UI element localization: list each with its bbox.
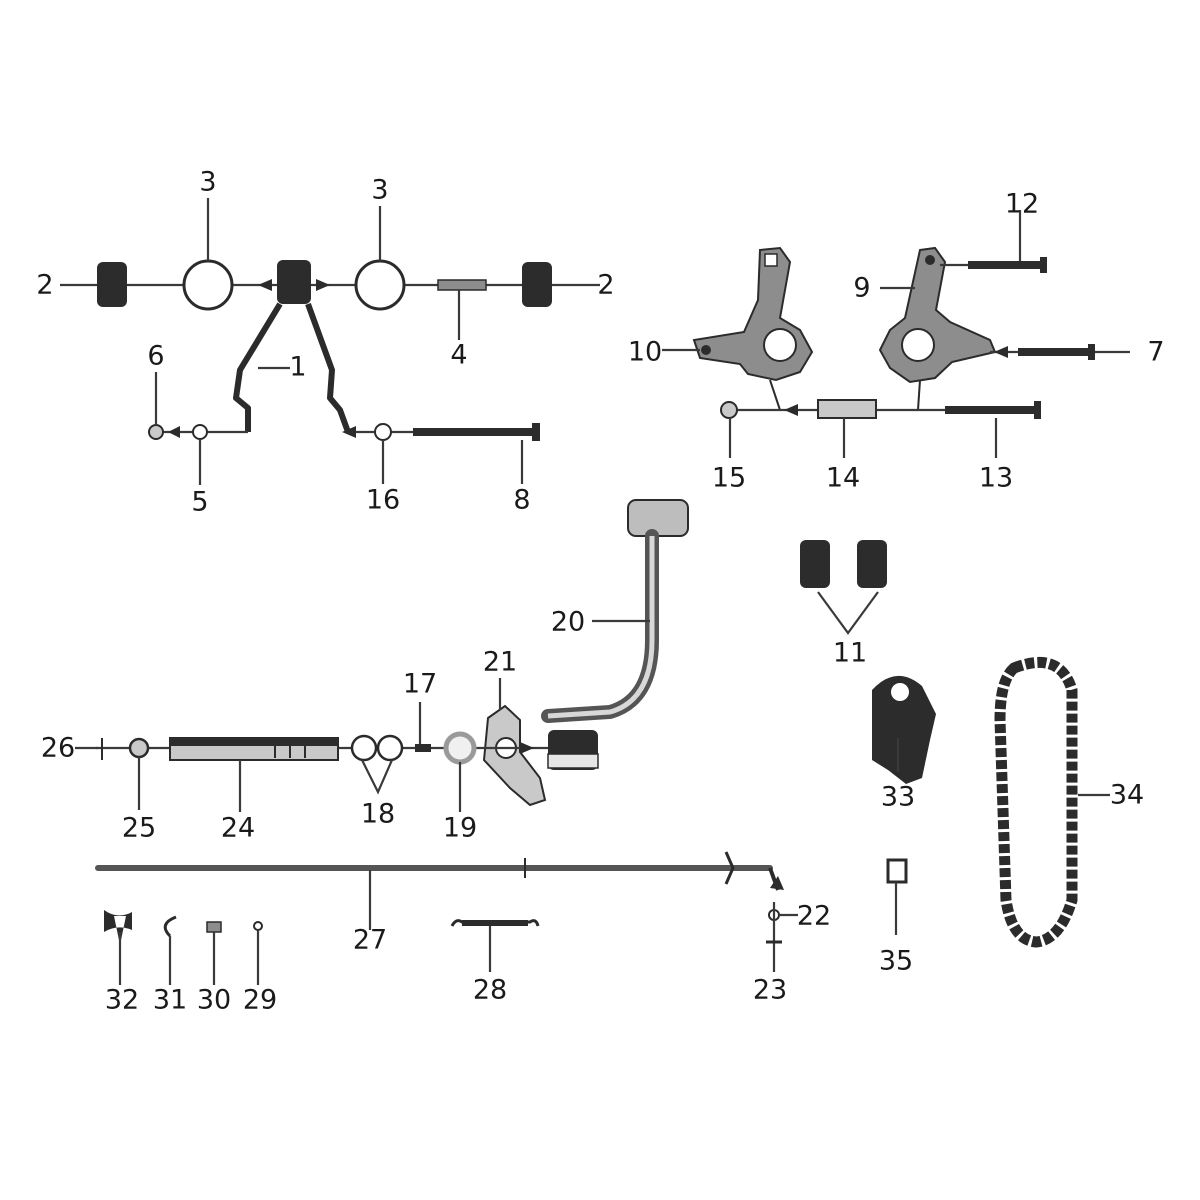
kick-starter-assembly — [75, 499, 689, 812]
callout-28: 28 — [473, 975, 507, 1006]
brake-rod-assembly — [95, 851, 798, 985]
part-3-ring-right — [354, 259, 406, 311]
part-25-nut — [128, 737, 150, 759]
callout-20: 20 — [551, 607, 585, 638]
part-17-clip — [415, 744, 431, 752]
side-stand-brackets — [662, 210, 1130, 458]
callout-3-left: 3 — [199, 167, 216, 198]
part-18-washer-b — [376, 734, 404, 762]
callout-14: 14 — [826, 463, 860, 494]
callout-29: 29 — [243, 985, 277, 1016]
part-2-bush-right — [522, 262, 552, 307]
callout-23: 23 — [753, 975, 787, 1006]
part-19-ring — [443, 731, 477, 765]
callout-16: 16 — [366, 485, 400, 516]
part-29-pin — [253, 921, 263, 931]
callout-6: 6 — [147, 341, 164, 372]
part-11-rubber-a — [800, 540, 830, 588]
part-30-joint — [206, 921, 222, 933]
callout-2-right: 2 — [597, 270, 614, 301]
bracket-left — [692, 246, 814, 382]
center-stand-assembly — [60, 259, 600, 441]
part-5-washer — [192, 424, 208, 440]
callout-11: 11 — [833, 638, 867, 669]
callout-12: 12 — [1005, 189, 1039, 220]
callout-24: 24 — [221, 813, 255, 844]
part-1-stand-legs — [233, 302, 351, 434]
part-15-nut — [720, 401, 738, 419]
callout-5: 5 — [191, 487, 208, 518]
callout-27: 27 — [353, 925, 387, 956]
callout-4: 4 — [450, 340, 467, 371]
callout-13: 13 — [979, 463, 1013, 494]
callout-3-right: 3 — [371, 175, 388, 206]
callout-9: 9 — [853, 273, 870, 304]
part-16-washer — [374, 423, 392, 441]
callout-18: 18 — [361, 799, 395, 830]
callout-22: 22 — [797, 901, 831, 932]
part-6-nut — [148, 424, 164, 440]
callout-32: 32 — [105, 985, 139, 1016]
chain-and-rubbers — [800, 540, 1110, 948]
callout-21: 21 — [483, 647, 517, 678]
callout-34: 34 — [1110, 780, 1144, 811]
callout-2-left: 2 — [36, 270, 53, 301]
callout-35: 35 — [879, 946, 913, 977]
part-18-washer-a — [350, 734, 378, 762]
part-11-rubber-b — [857, 540, 887, 588]
part-7-bolt — [1018, 348, 1088, 356]
callout-10: 10 — [628, 337, 662, 368]
part-4-spacer — [437, 279, 487, 291]
callout-19: 19 — [443, 813, 477, 844]
callout-31: 31 — [153, 985, 187, 1016]
callout-8: 8 — [513, 485, 530, 516]
callout-17: 17 — [403, 669, 437, 700]
callout-26: 26 — [41, 733, 75, 764]
callout-15: 15 — [712, 463, 746, 494]
callout-1: 1 — [289, 352, 306, 383]
part-35-link — [886, 858, 908, 884]
part-34-chain — [994, 656, 1078, 948]
callout-labels: 1 2 2 3 3 4 5 6 7 8 9 10 11 12 13 14 15 … — [36, 167, 1164, 1016]
callout-7: 7 — [1147, 337, 1164, 368]
part-32-wing-nut — [104, 910, 132, 945]
leader-lines — [154, 198, 524, 485]
part-20-pedal-pad — [627, 499, 689, 537]
part-12-bolt — [968, 261, 1040, 269]
callout-30: 30 — [197, 985, 231, 1016]
callout-33: 33 — [881, 782, 915, 813]
part-3-ring-left — [182, 259, 234, 311]
part-13-bolt — [945, 406, 1035, 414]
part-8-bolt — [413, 428, 533, 436]
part-33-chain-guide — [872, 675, 936, 784]
part-21-lever — [482, 704, 547, 807]
part-14-spacer — [817, 399, 877, 419]
part-31-clip — [163, 915, 177, 938]
part-1-stand-hub — [277, 260, 311, 304]
part-2-bush-left — [97, 262, 127, 307]
callout-25: 25 — [122, 813, 156, 844]
